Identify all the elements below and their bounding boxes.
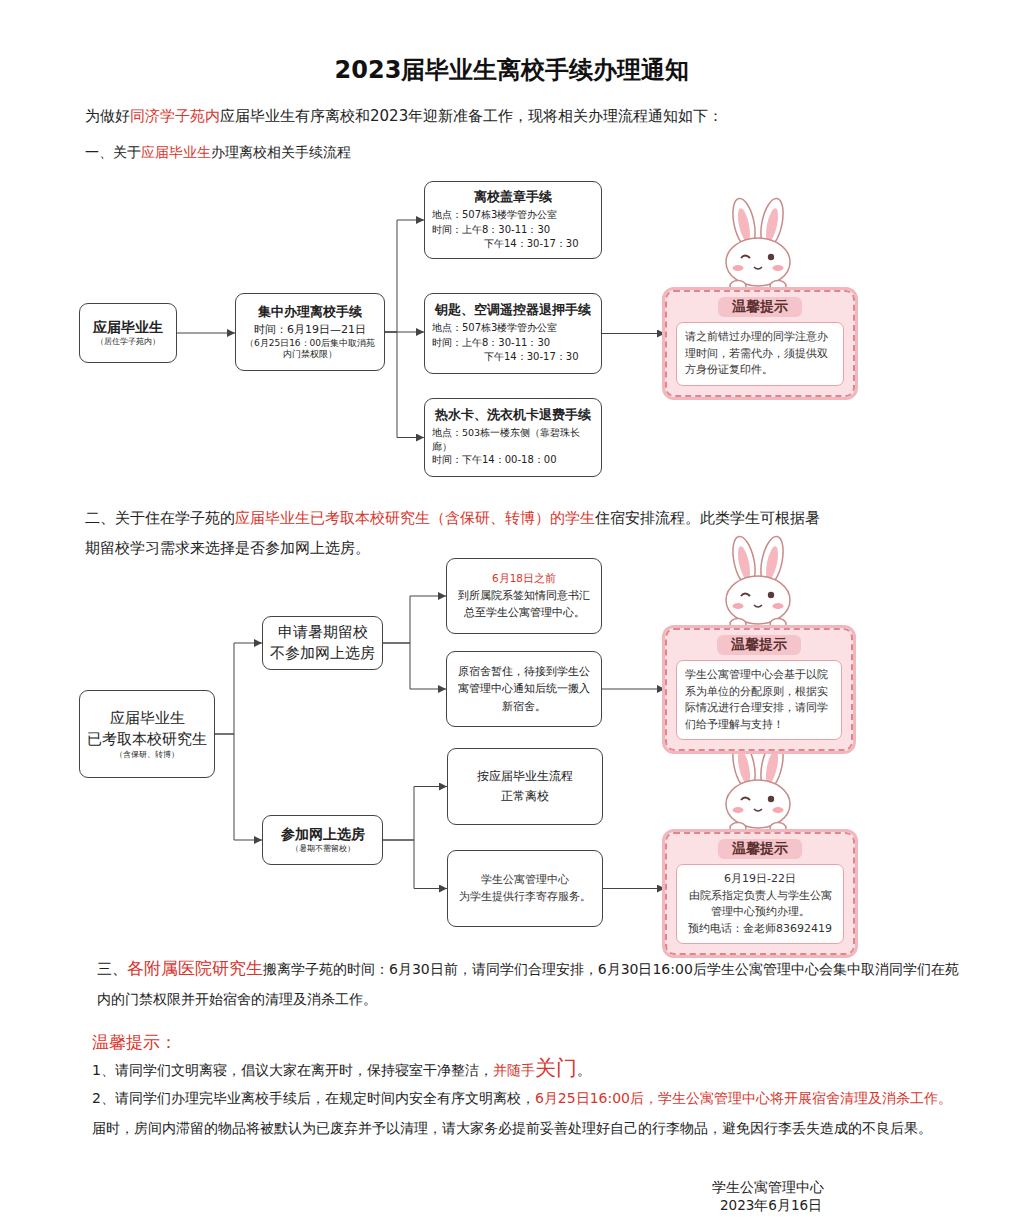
body-text: 2、请同学们办理完毕业离校手续后，在规定时间内安全有序文明离校， xyxy=(92,1090,535,1106)
body-text: 一、关于 xyxy=(85,144,141,160)
flow-arrow xyxy=(603,888,665,889)
node-text: 时间：上午8：30-11：30 下午14：30-17：30 xyxy=(432,223,594,252)
body-text: 温馨提示： xyxy=(92,1032,177,1052)
paragraph: 1、请同学们文明离寝，倡议大家在离开时，保持寝室干净整洁，并随手关门。 xyxy=(92,1054,972,1084)
node-title: 钥匙、空调遥控器退押手续 xyxy=(432,302,594,319)
paragraph: 2、请同学们办理完毕业离校手续后，在规定时间内安全有序文明离校，6月25日16:… xyxy=(92,1083,962,1143)
body-text: 并随手 xyxy=(493,1062,535,1078)
process-box: 热水卡、洗衣机卡退费手续地点：503栋一楼东侧（靠碧珠长廊）时间：下午14：00… xyxy=(424,398,602,477)
body-text: 学生公寓管理中心 xyxy=(712,1179,824,1195)
body-text: 三、 xyxy=(97,960,127,978)
flow-arrow xyxy=(383,787,447,841)
paragraph: 三、各附属医院研究生搬离学子苑的时间：6月30日前，请同学们合理安排，6月30日… xyxy=(85,953,967,1014)
process-box: 钥匙、空调遥控器退押手续地点：507栋3楼学管办公室时间：上午8：30-11：3… xyxy=(424,293,602,374)
paragraph: 二、关于住在学子苑的应届毕业生已考取本校研究生（含保研、转博）的学生住宿安排流程… xyxy=(85,503,820,563)
process-box: 集中办理离校手续时间：6月19日—21日（6月25日16：00后集中取消苑内门禁… xyxy=(235,293,385,371)
tip-card: 温馨提示请之前错过办理的同学注意办理时间，若需代办，须提供双方身份证复印件。 xyxy=(665,290,855,397)
node-title: 学生公寓管理中心 为学生提供行李寄存服务。 xyxy=(455,872,595,905)
node-title: 应届毕业生 xyxy=(87,318,169,337)
node-text: 6月19日-22日 xyxy=(685,871,835,888)
body-text: 应届毕业生 xyxy=(141,144,211,160)
body-text: 届时，房间内滞留的物品将被默认为已废弃并予以清理，请大家务必提前妥善处理好自己的… xyxy=(92,1120,932,1136)
node-title: 应届毕业生 已考取本校研究生 xyxy=(87,708,207,750)
flow-arrow xyxy=(215,643,262,734)
node-title: 原宿舍暂住，待接到学生公寓管理中心通知后统一搬入新宿舍。 xyxy=(454,663,594,714)
node-title: 申请暑期留校 不参加网上选房 xyxy=(270,622,375,664)
body-text: 应届毕业生有序离校和2023年迎新准备工作，现将相关办理流程通知如下： xyxy=(220,107,723,125)
paragraph: 一、关于应届毕业生办理离校相关手续流程 xyxy=(85,141,965,163)
process-box: 申请暑期留校 不参加网上选房 xyxy=(262,616,383,670)
node-title: 6月18日之前 xyxy=(454,571,594,587)
node-text: 地点：503栋一楼东侧（靠碧珠长廊） xyxy=(432,426,594,454)
node-title: 参加网上选房 xyxy=(270,825,375,844)
flow-arrow xyxy=(215,734,262,840)
node-text: 预约电话：金老师83692419 xyxy=(685,921,835,938)
node-text: （含保研、转博） xyxy=(87,750,207,760)
body-text: 为做好 xyxy=(85,107,130,125)
tip-card: 温馨提示 6月19日-22日由院系指定负责人与学生公寓管理中心预约办理。预约电话：… xyxy=(665,832,855,955)
rabbit-illustration xyxy=(726,534,790,629)
card-body-box: 6月19日-22日由院系指定负责人与学生公寓管理中心预约办理。预约电话：金老师8… xyxy=(676,864,844,944)
paragraph: 学生公寓管理中心 xyxy=(712,1177,912,1197)
body-text: 2023年6月16日 xyxy=(720,1197,822,1213)
process-box: 原宿舍暂住，待接到学生公寓管理中心通知后统一搬入新宿舍。 xyxy=(446,651,602,727)
card-heading: 温馨提示 xyxy=(718,839,802,859)
body-text: 各附属医院研究生 xyxy=(127,958,263,978)
node-title: 离校盖章手续 xyxy=(432,188,594,206)
node-text: （暑期不需留校） xyxy=(270,844,375,854)
body-text: 办理离校相关手续流程 xyxy=(211,144,351,160)
process-box: 应届毕业生 已考取本校研究生（含保研、转博） xyxy=(79,690,215,778)
process-box: 6月18日之前到所属院系签知情同意书汇总至学生公寓管理中心。 xyxy=(446,558,602,634)
body-text: 应届毕业生已考取本校研究生（含保研、转博）的学生 xyxy=(235,510,595,526)
paragraph: 温馨提示： xyxy=(92,1030,392,1054)
card-heading: 温馨提示 xyxy=(717,635,801,655)
node-text: 学生公寓管理中心会基于以院系为单位的分配原则，根据实际情况进行合理安排，请同学们… xyxy=(685,667,833,733)
node-text: （居住学子苑内） xyxy=(87,337,169,347)
node-title: 集中办理离校手续 xyxy=(243,303,377,321)
node-text: 到所属院系签知情同意书汇总至学生公寓管理中心。 xyxy=(454,587,594,621)
flow-arrow xyxy=(602,689,665,690)
flow-arrow xyxy=(385,332,424,438)
paragraph: 为做好同济学子苑内应届毕业生有序离校和2023年迎新准备工作，现将相关办理流程通… xyxy=(85,104,985,128)
card-body-box: 学生公寓管理中心会基于以院系为单位的分配原则，根据实际情况进行合理安排，请同学们… xyxy=(676,660,842,740)
node-text: 由院系指定负责人与学生公寓管理中心预约办理。 xyxy=(685,888,835,921)
process-box: 学生公寓管理中心 为学生提供行李寄存服务。 xyxy=(447,850,603,927)
body-text: 6月25日16:00后，学生公寓管理中心将开展宿舍清理及消杀工作。 xyxy=(535,1090,952,1106)
process-box: 参加网上选房（暑期不需留校） xyxy=(262,815,383,865)
node-text: 时间：6月19日—21日 xyxy=(243,322,377,337)
card-heading: 温馨提示 xyxy=(718,297,802,317)
page-title: 2023届毕业生离校手续办理通知 xyxy=(0,54,1024,86)
node-text: 时间：上午8：30-11：30 下午14：30-17：30 xyxy=(432,336,594,365)
body-text: 关门 xyxy=(535,1056,577,1080)
flow-arrow xyxy=(602,333,665,334)
rabbit-illustration xyxy=(726,738,790,833)
node-text: 地点：507栋3楼学管办公室 xyxy=(432,208,594,223)
rabbit-illustration xyxy=(726,196,790,291)
node-title: 热水卡、洗衣机卡退费手续 xyxy=(432,407,594,424)
flow-arrow xyxy=(385,220,424,332)
node-text: （6月25日16：00后集中取消苑内门禁权限） xyxy=(243,338,377,361)
node-text: 时间：下午14：00-18：00 xyxy=(432,453,594,468)
body-text: 。 xyxy=(577,1062,591,1078)
flow-arrow xyxy=(177,333,235,334)
body-text: 二、关于住在学子苑的 xyxy=(85,510,235,526)
flow-arrow xyxy=(383,840,447,889)
node-title: 按应届毕业生流程 正常离校 xyxy=(455,767,595,805)
node-text: 地点：507栋3楼学管办公室 xyxy=(432,321,594,336)
process-box: 应届毕业生（居住学子苑内） xyxy=(79,303,177,363)
flow-arrow xyxy=(383,596,446,643)
process-box: 按应届毕业生流程 正常离校 xyxy=(447,748,603,825)
flow-arrow xyxy=(383,643,446,689)
paragraph: 2023年6月16日 xyxy=(720,1195,920,1215)
body-text: 同济学子苑内 xyxy=(130,107,220,125)
body-text: 1、请同学们文明离寝，倡议大家在离开时，保持寝室干净整洁， xyxy=(92,1062,493,1078)
tip-card: 温馨提示学生公寓管理中心会基于以院系为单位的分配原则，根据实际情况进行合理安排，… xyxy=(665,628,853,751)
card-body-box: 请之前错过办理的同学注意办理时间，若需代办，须提供双方身份证复印件。 xyxy=(676,322,844,386)
process-box: 离校盖章手续地点：507栋3楼学管办公室时间：上午8：30-11：30 下午14… xyxy=(424,181,602,259)
node-text: 请之前错过办理的同学注意办理时间，若需代办，须提供双方身份证复印件。 xyxy=(685,329,835,379)
